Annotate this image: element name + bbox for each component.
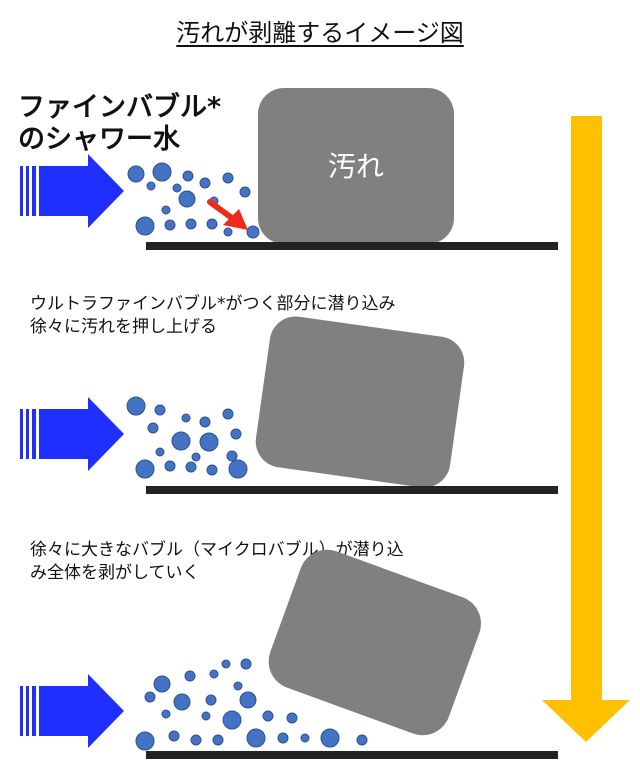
bubble-cluster: [127, 162, 260, 239]
bubble-cluster: [126, 396, 248, 479]
floor-line: [146, 242, 558, 250]
step1-group: 汚れ: [20, 88, 558, 250]
floor-line: [146, 751, 558, 759]
bubble-cluster: [135, 658, 368, 751]
water-arrow-icon: [20, 674, 124, 748]
dirt-label: 汚れ: [328, 150, 384, 183]
step2-caption: ウルトラファインバブル*がつく部分に潜り込み 徐々に汚れを押し上げる: [30, 293, 396, 339]
diagram-title: 汚れが剥離するイメージ図: [176, 19, 464, 47]
floor-line: [146, 486, 558, 494]
step2-line2: 徐々に汚れを押し上げる: [30, 317, 217, 337]
water-arrow-icon: [20, 397, 124, 471]
dirt-block: [268, 549, 482, 736]
dirt-block: [258, 88, 454, 244]
water-label: ファインバブル* のシャワー水: [18, 92, 221, 156]
step3-caption: 徐々に大きなバブル（マイクロバブル）が潜り込 み全体を剥がしていく: [30, 539, 404, 585]
water-label-line1: ファインバブル*: [18, 92, 222, 123]
time-arrow: [542, 116, 630, 742]
step3-line2: み全体を剥がしていく: [30, 563, 200, 583]
step2-group: [20, 316, 558, 494]
step3-group: [20, 549, 558, 759]
step2-line1: ウルトラファインバブル*がつく部分に潜り込み: [30, 294, 396, 314]
dirt-block: [255, 316, 465, 488]
step3-line1: 徐々に大きなバブル（マイクロバブル）が潜り込: [30, 540, 404, 560]
water-arrow-icon: [20, 154, 124, 228]
red-arrow-icon: [207, 199, 248, 230]
water-label-line2: のシャワー水: [18, 124, 180, 155]
